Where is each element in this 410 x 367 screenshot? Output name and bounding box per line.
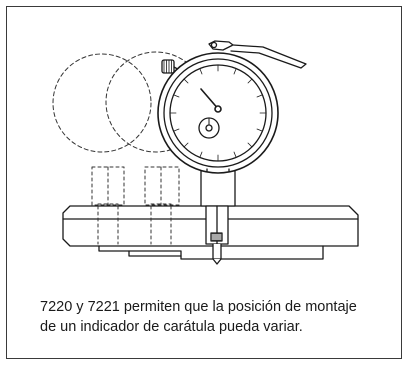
- revolution-counter-dial: [198, 117, 220, 139]
- indicator-stem: [200, 168, 236, 265]
- dial-ticks: [169, 64, 267, 162]
- indicator-neck: [206, 168, 230, 172]
- lifting-lever: [208, 40, 307, 69]
- alt-position-circle-left: [52, 53, 152, 153]
- alt-stem-through-plate: [97, 205, 172, 245]
- clamp-knob: [161, 59, 182, 74]
- figure-caption: 7220 y 7221 permiten que la posición de …: [40, 297, 400, 337]
- caption-line-2: de un indicador de carátula pueda variar…: [40, 319, 303, 335]
- dial-indicator: [157, 52, 279, 174]
- figure-frame: 7220 y 7221 permiten que la posición de …: [6, 6, 402, 359]
- dial-indicator-illustration: [52, 40, 359, 265]
- caption-line-1: 7220 y 7221 permiten que la posición de …: [40, 299, 357, 315]
